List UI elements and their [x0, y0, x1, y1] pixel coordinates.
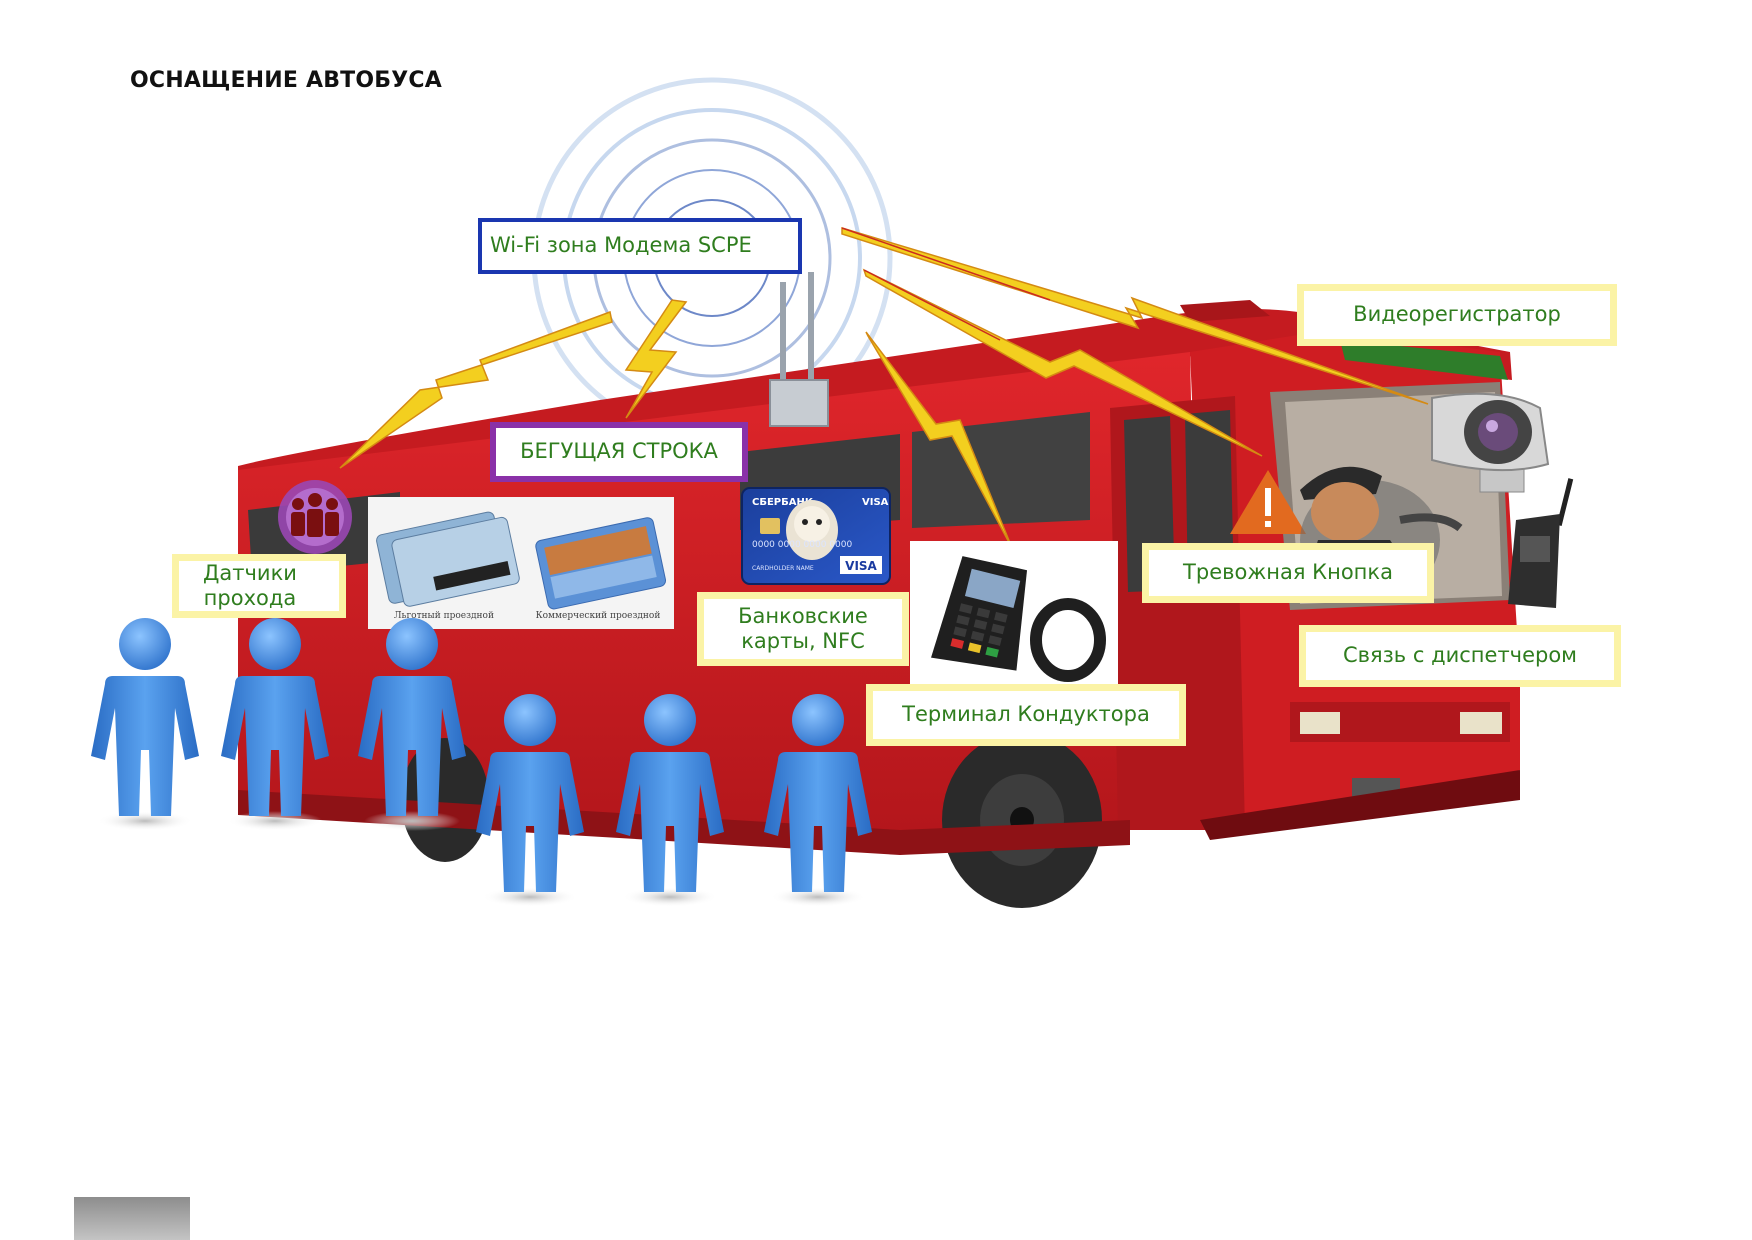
- pass-sensors-label: Датчики прохода: [172, 554, 346, 618]
- antenna-modem: [769, 272, 829, 427]
- conductor-terminal-label: Терминал Кондуктора: [866, 684, 1186, 746]
- page-title: ОСНАЩЕНИЕ АВТОБУСА: [130, 68, 442, 93]
- link-lines: [841, 227, 1051, 341]
- conductor-terminal-label-text: Терминал Кондуктора: [902, 702, 1150, 727]
- dispatcher-link-label: Связь с диспетчером: [1299, 625, 1621, 687]
- bank-card-image: СБЕРБАНК VISA 0000 0000 0000 0000 CARDHO…: [741, 487, 891, 585]
- social-card-caption: Льготный проездной: [394, 611, 494, 621]
- person-icon: [91, 618, 199, 831]
- video-recorder-label-text: Видеорегистратор: [1353, 302, 1561, 327]
- alarm-button-label-text: Тревожная Кнопка: [1183, 560, 1393, 585]
- commercial-card-caption: Коммерческий проездной: [536, 611, 661, 621]
- card-number: 0000 0000 0000 0000: [752, 540, 852, 550]
- bank-cards-line1: Банковские: [738, 603, 868, 628]
- bank-name: СБЕРБАНК: [752, 497, 814, 508]
- video-camera-icon: [1431, 392, 1550, 493]
- wifi-zone-label: Wi-Fi зона Модема SCPE: [478, 218, 802, 274]
- visa-small: VISA: [862, 497, 889, 508]
- wifi-zone-label-text: Wi-Fi зона Модема SCPE: [490, 233, 752, 258]
- visa-logo: VISA: [845, 559, 877, 573]
- pass-sensors-line2: прохода: [203, 586, 297, 610]
- bank-cards-label: Банковские карты, NFC: [697, 592, 909, 666]
- lightning-bolt: [339, 226, 1429, 549]
- pos-terminal-icon: [910, 541, 1118, 684]
- walkie-talkie-icon: [1508, 478, 1574, 608]
- ticker-label-text: БЕГУЩАЯ СТРОКА: [520, 439, 718, 464]
- transport-cards-image: Льготный проездной Коммерческий проездно…: [368, 497, 674, 629]
- people-sensor-icon: [278, 480, 352, 554]
- ticker-label: БЕГУЩАЯ СТРОКА: [490, 422, 748, 482]
- dispatcher-link-label-text: Связь с диспетчером: [1342, 643, 1578, 668]
- pass-sensors-line1: Датчики: [203, 560, 297, 585]
- cardholder: CARDHOLDER NAME: [752, 565, 814, 572]
- video-recorder-label: Видеорегистратор: [1297, 284, 1617, 346]
- corner-grey-block: [74, 1197, 190, 1240]
- alarm-warning-icon: [1230, 470, 1306, 534]
- alarm-button-label: Тревожная Кнопка: [1142, 543, 1434, 603]
- bank-cards-line2: карты, NFC: [741, 629, 865, 653]
